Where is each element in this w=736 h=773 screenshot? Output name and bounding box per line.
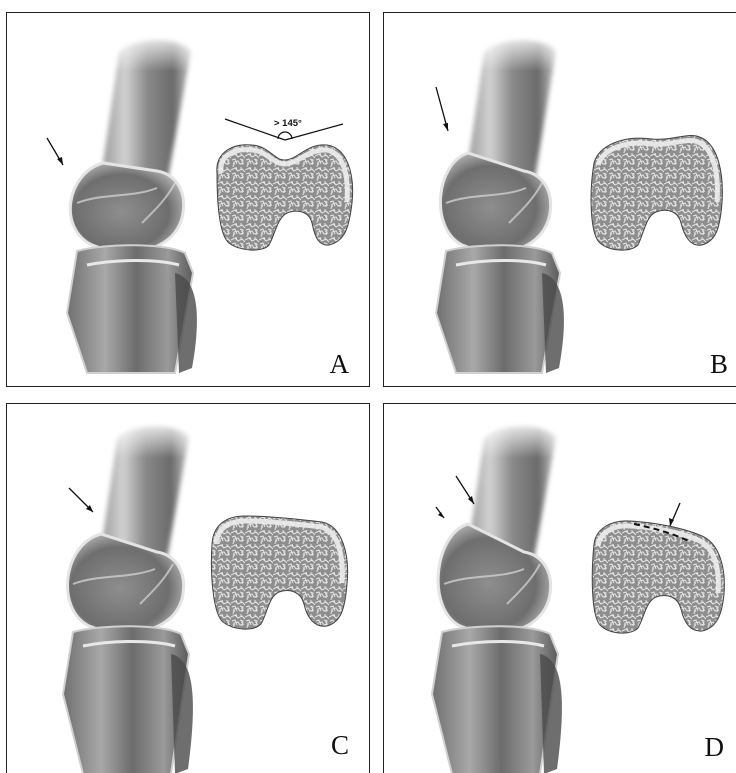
arrow-icon <box>669 503 680 526</box>
panel-d-illustration <box>384 404 736 773</box>
arrow-icon <box>47 138 63 165</box>
tibia <box>436 245 564 373</box>
femur <box>70 31 203 252</box>
trochlear-cross-section <box>211 516 347 629</box>
panel-a: > 145° A <box>6 12 370 387</box>
panel-b-illustration <box>384 13 736 387</box>
trochlear-cross-section <box>217 145 353 250</box>
panel-c: C <box>6 403 370 773</box>
arrow-icon <box>456 476 474 504</box>
panel-b: B <box>383 12 736 387</box>
arrow-icon <box>436 87 448 131</box>
panel-label-a: A <box>330 349 350 380</box>
sulcus-angle-label: > 145° <box>274 118 302 129</box>
trochlear-cross-section <box>591 135 722 250</box>
panel-d: D <box>383 403 736 773</box>
panel-label-c: C <box>331 730 349 761</box>
trochlear-cross-section <box>592 521 724 633</box>
panel-a-illustration <box>7 13 370 387</box>
tibia <box>432 626 562 773</box>
tibia <box>63 626 193 773</box>
panel-label-d: D <box>705 732 725 763</box>
femur <box>438 418 568 633</box>
panel-label-b: B <box>710 349 728 380</box>
arrow-icon <box>69 488 93 512</box>
panel-c-illustration <box>7 404 370 773</box>
tibia <box>67 245 197 373</box>
small-arrow-icon <box>436 507 444 518</box>
femur <box>67 418 201 633</box>
femur <box>440 31 568 252</box>
